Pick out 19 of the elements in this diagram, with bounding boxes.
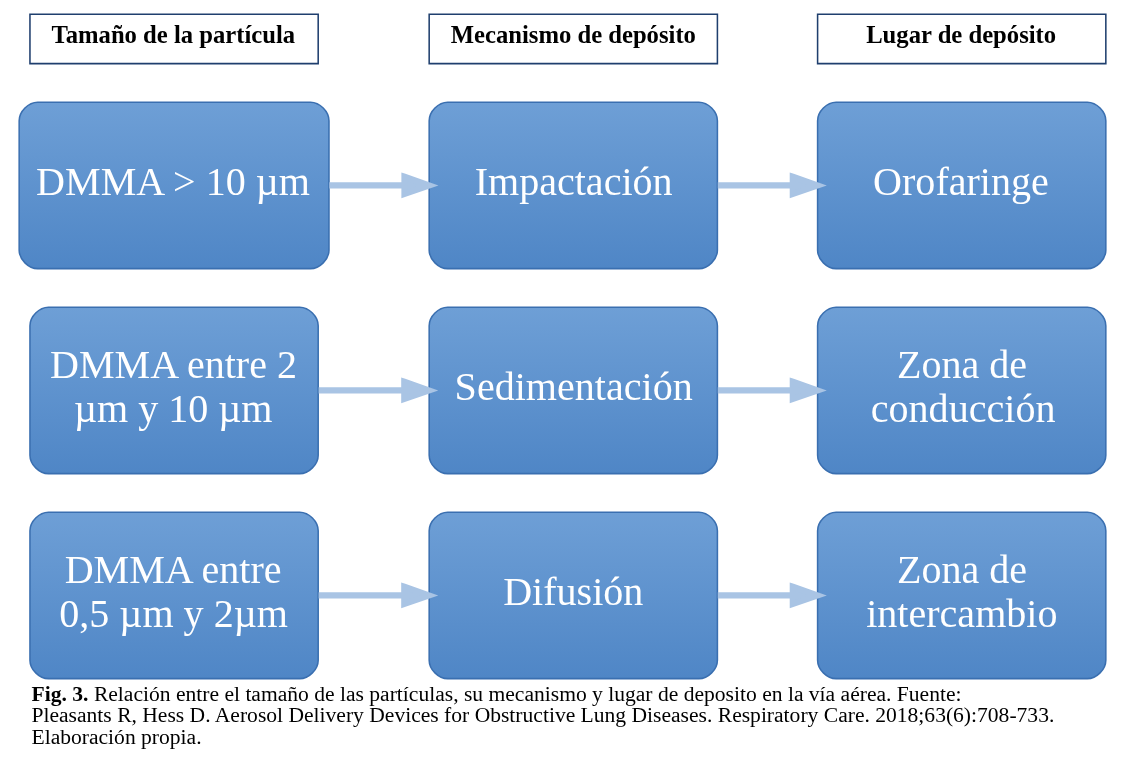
node-box: Zona de intercambio: [816, 511, 1107, 680]
caption: Fig. 3. Relación entre el tamaño de las partículas, su mecanismo y lugar de deposito en la vía aérea. Fuente: Pleasants R, Hess D. Aerosol Delivery Devices for Obstructive Lung Diseases. Respiratory Care. 2018;63(6):708-733. Elaboración propia.: [31, 681, 1055, 749]
arrow: [329, 172, 439, 199]
arrow: [717, 582, 827, 609]
node-box: Tamaño de la partícula: [29, 13, 319, 65]
arrow: [717, 172, 827, 199]
arrow: [717, 377, 827, 404]
node-box: Difusión: [428, 511, 719, 680]
node-box: Zona de conducción: [816, 306, 1107, 475]
arrow: [318, 582, 439, 609]
node-box: Lugar de depósito: [816, 13, 1107, 65]
node-box: Sedimentación: [428, 306, 719, 475]
node-box: DMMA entre 2 µm y 10 µm: [29, 306, 319, 475]
node-box: Impactación: [428, 101, 719, 270]
node-box: Orofaringe: [816, 101, 1107, 270]
node-box: Mecanismo de depósito: [428, 13, 719, 65]
node-box: DMMA > 10 µm: [18, 101, 330, 270]
arrow: [318, 377, 439, 404]
node-box: DMMA entre 0,5 µm y 2µm: [29, 511, 319, 680]
